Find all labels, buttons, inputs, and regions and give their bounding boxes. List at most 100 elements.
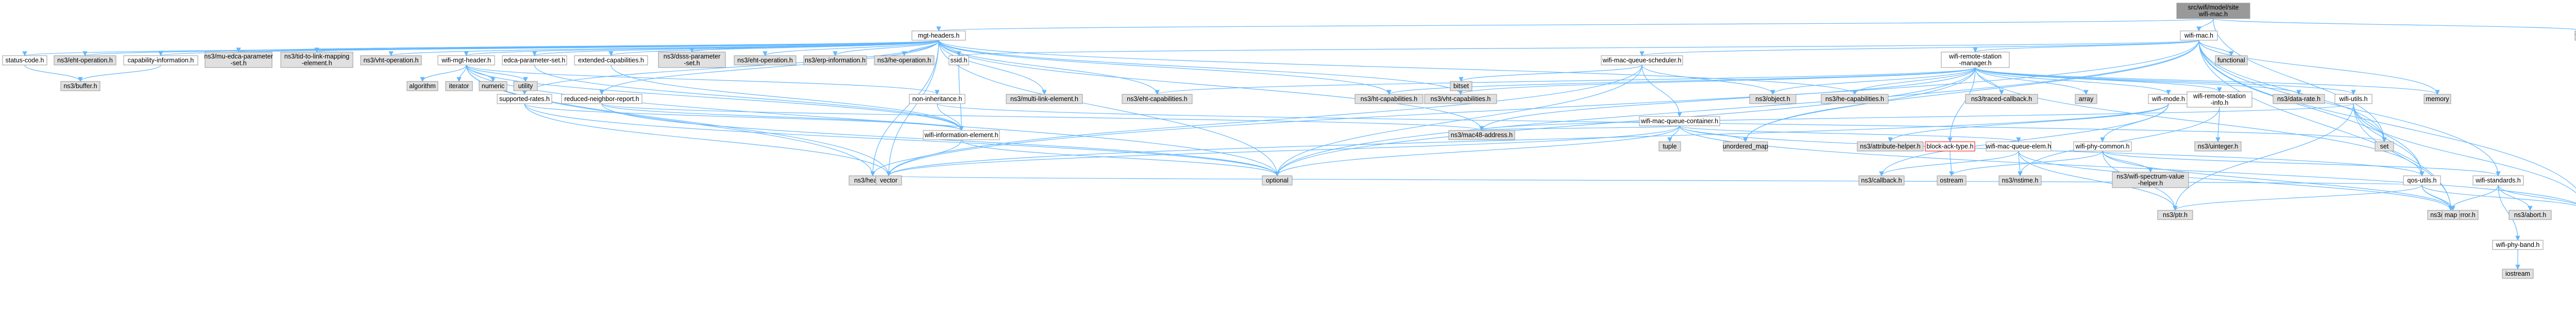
node-mac48: ns3/mac48-address.h: [1448, 130, 1515, 140]
node-label: ns3/eht-capabilities.h: [1127, 95, 1187, 103]
node-label: ns3/he-capabilities.h: [1825, 95, 1884, 103]
node-box: [513, 81, 538, 91]
node-cap-info[interactable]: capability-information.h: [123, 55, 198, 65]
edge-wifi-mac-to-memory: [2198, 40, 2440, 95]
node-label: iostream: [2505, 270, 2530, 277]
node-label: -helper.h: [2138, 180, 2163, 187]
edge-wifi-mgt-header-to-wifi-info-element: [466, 64, 964, 131]
node-memory: memory: [2424, 94, 2451, 104]
node-box: [574, 55, 648, 65]
node-label: extended-capabilities.h: [578, 57, 644, 64]
node-label: wifi-standards.h: [2475, 177, 2521, 184]
node-remote-station-manager[interactable]: wifi-remote-station-manager.h: [1941, 52, 2010, 68]
node-box: [658, 52, 726, 68]
node-object: ns3/object.h: [1749, 94, 1797, 104]
node-label: wifi-mac-queue-container.h: [1640, 118, 1718, 125]
node-ostream: ostream: [1937, 175, 1967, 186]
node-ssid[interactable]: ssid.h: [948, 55, 969, 65]
node-eht-op2: ns3/eht-operation.h: [734, 55, 796, 65]
node-label: ns3/eht-operation.h: [57, 57, 113, 64]
node-box: [874, 55, 935, 65]
node-wifi-phy-band[interactable]: wifi-phy-band.h: [2492, 240, 2544, 250]
node-label: -set.h: [684, 60, 700, 67]
edge-wifi-mgt-header-to-utility: [466, 64, 528, 82]
node-mac-queue-elem[interactable]: wifi-mac-queue-elem.h: [1986, 141, 2052, 152]
edge-mgt-headers-to-multi-link: [938, 40, 1047, 95]
edge-supported-rates-to-vector: [524, 103, 891, 176]
edge-mac-queue-scheduler-to-bitset: [1459, 64, 1642, 82]
node-mac-queue-container[interactable]: wifi-mac-queue-container.h: [1639, 116, 1720, 126]
edge-remote-station-manager-to-mac48: [1479, 67, 1976, 131]
node-mac-queue-scheduler[interactable]: wifi-mac-queue-scheduler.h: [1601, 55, 1683, 65]
node-label: ssid.h: [951, 57, 968, 64]
node-spectrum-helper: ns3/wifi-spectrum-value-helper.h: [2112, 172, 2189, 188]
node-qos-utils[interactable]: qos-utils.h: [2403, 175, 2441, 186]
node-wifi-info-element[interactable]: wifi-information-element.h: [923, 130, 1000, 140]
node-status-code[interactable]: status-code.h: [2, 55, 47, 65]
node-vector: vector: [875, 175, 902, 186]
node-box: [1006, 94, 1083, 104]
node-label: algorithm: [409, 82, 435, 90]
node-remote-station-info[interactable]: wifi-remote-station-info.h: [2187, 91, 2252, 108]
node-box: [60, 81, 100, 91]
node-mgt-headers[interactable]: mgt-headers.h: [911, 30, 966, 41]
node-box: [1925, 141, 1975, 152]
node-edca-param[interactable]: edca-parameter-set.h: [502, 55, 567, 65]
node-box: [1821, 94, 1889, 104]
node-wifi-mgt-header[interactable]: wifi-mgt-header.h: [437, 55, 495, 65]
node-label: block-ack-type.h: [1926, 143, 1973, 150]
node-box: [2509, 210, 2552, 220]
edge-phy-common-to-spectrum-helper: [2102, 151, 2153, 173]
node-wifi-standards[interactable]: wifi-standards.h: [2472, 175, 2524, 186]
node-buffer: ns3/buffer.h: [60, 81, 100, 91]
node-map: map: [2442, 210, 2460, 220]
node-label: ns3/eht-operation.h: [737, 57, 793, 64]
node-label: mgt-headers.h: [918, 32, 960, 39]
edge-mac-queue-container-to-mac48: [1479, 125, 1680, 131]
node-wifi-mac[interactable]: wifi-mac.h: [2180, 30, 2218, 41]
node-label: bitset: [1453, 82, 1469, 90]
node-supported-rates[interactable]: supported-rates.h: [497, 94, 552, 104]
edge-remote-station-manager-to-eht-cap: [1155, 67, 1976, 95]
node-box: [1448, 130, 1515, 140]
node-ptr: ns3/ptr.h: [2157, 210, 2193, 220]
node-box: [479, 81, 507, 91]
node-ext-cap[interactable]: extended-capabilities.h: [574, 55, 648, 65]
edge-mac-queue-container-to-optional: [1275, 125, 1680, 176]
node-box: [2472, 175, 2524, 186]
edge-remote-station-manager-to-memory: [1975, 67, 2440, 95]
node-label: non-inheritance.h: [912, 95, 962, 103]
node-wifi-mode[interactable]: wifi-mode.h: [2148, 94, 2189, 104]
edge-remote-station-manager-to-object: [1770, 67, 1976, 95]
edge-status-code-to-buffer: [24, 64, 83, 82]
edge-wifi-mode-to-attribute-helper: [1888, 103, 2169, 142]
node-box: [406, 81, 438, 91]
node-non-inheritance[interactable]: non-inheritance.h: [909, 94, 965, 104]
edge-ext-cap-to-wifi-info-element: [611, 64, 964, 131]
edge-mac-queue-container-to-tuple: [1667, 125, 1680, 142]
node-box: [1965, 94, 2038, 104]
node-phy-common[interactable]: wifi-phy-common.h: [2073, 141, 2132, 152]
node-ht-cap: ns3/ht-capabilities.h: [1354, 94, 1423, 104]
node-label: status-code.h: [5, 57, 44, 64]
edge-mac-queue-scheduler-to-optional: [1275, 64, 1642, 176]
node-wifi-utils[interactable]: wifi-utils.h: [2334, 94, 2372, 104]
node-box: [875, 175, 902, 186]
edge-mgt-headers-to-he-cap: [938, 40, 1857, 95]
edge-qos-utils-to-ptr: [2173, 185, 2422, 211]
node-block-ack-type: block-ack-type.h: [1925, 141, 1975, 152]
node-bitset: bitset: [1450, 81, 1472, 91]
edge-wifi-mode-to-vector: [886, 103, 2169, 176]
node-box: [502, 55, 567, 65]
node-callback: ns3/callback.h: [1858, 175, 1905, 186]
node-box: [2075, 94, 2097, 104]
node-box: [2073, 141, 2132, 152]
node-mu-edca: ns3/mu-edca-parameter-set.h: [204, 52, 273, 68]
node-reduced-neighbor[interactable]: reduced-neighbor-report.h: [561, 94, 642, 104]
node-label: ns3/abort.h: [2514, 211, 2547, 219]
edge-remote-station-manager-to-block-ack-type: [1947, 67, 1976, 142]
edge-wifi-mac-to-list: [2198, 40, 2576, 189]
edge-mgt-headers-to-vector: [886, 40, 939, 176]
node-box: [2442, 210, 2460, 220]
